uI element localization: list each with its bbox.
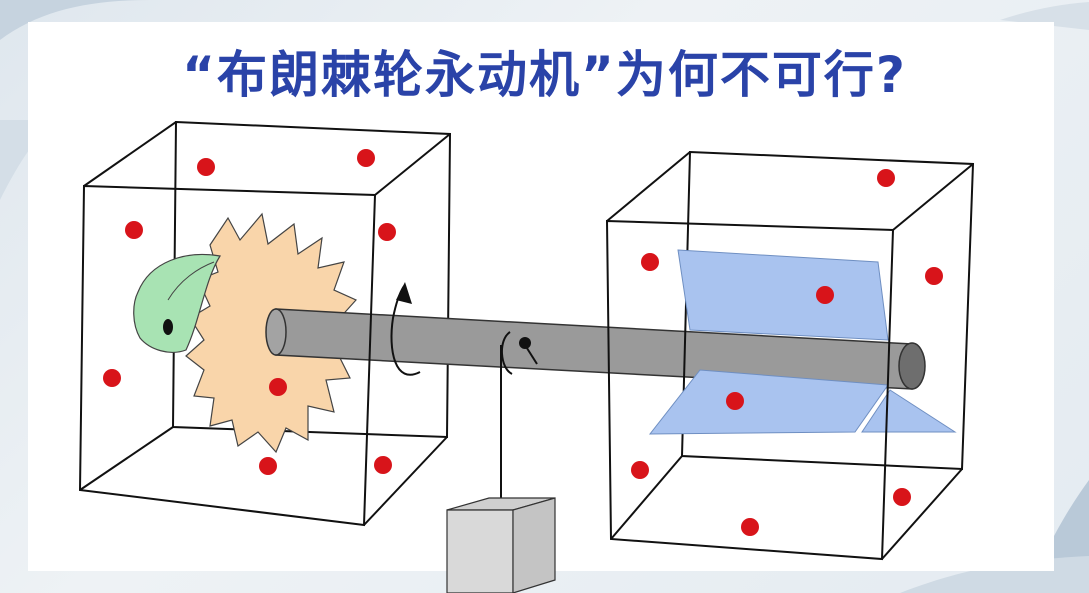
- left-box-front: [78, 184, 377, 527]
- molecule: [631, 461, 649, 479]
- pawl: [133, 253, 221, 353]
- molecule: [103, 369, 121, 387]
- molecule: [125, 221, 143, 239]
- molecule: [641, 253, 659, 271]
- gas-molecules: [103, 149, 943, 536]
- right-box-front: [605, 219, 895, 561]
- axle-end: [898, 342, 926, 390]
- vane-tail: [861, 389, 957, 433]
- right-box: [606, 150, 975, 560]
- axle: [265, 308, 926, 390]
- pawl-pivot: [163, 319, 173, 335]
- vane-lower: [648, 369, 889, 435]
- page-title: “布朗棘轮永动机”为何不可行?: [182, 46, 907, 104]
- molecule: [925, 267, 943, 285]
- weight-side: [512, 497, 556, 593]
- molecule: [893, 488, 911, 506]
- molecule: [816, 286, 834, 304]
- molecule: [269, 378, 287, 396]
- weight-front: [446, 509, 514, 593]
- molecule: [741, 518, 759, 536]
- molecule: [726, 392, 744, 410]
- molecule: [197, 158, 215, 176]
- rotation-arrow-icon: [390, 282, 421, 376]
- molecule: [259, 457, 277, 475]
- molecule: [357, 149, 375, 167]
- string-and-weight: [446, 331, 556, 593]
- molecule: [374, 456, 392, 474]
- molecule: [877, 169, 895, 187]
- vane-upper: [677, 249, 889, 341]
- paddle-vanes: [648, 249, 957, 435]
- molecule: [378, 223, 396, 241]
